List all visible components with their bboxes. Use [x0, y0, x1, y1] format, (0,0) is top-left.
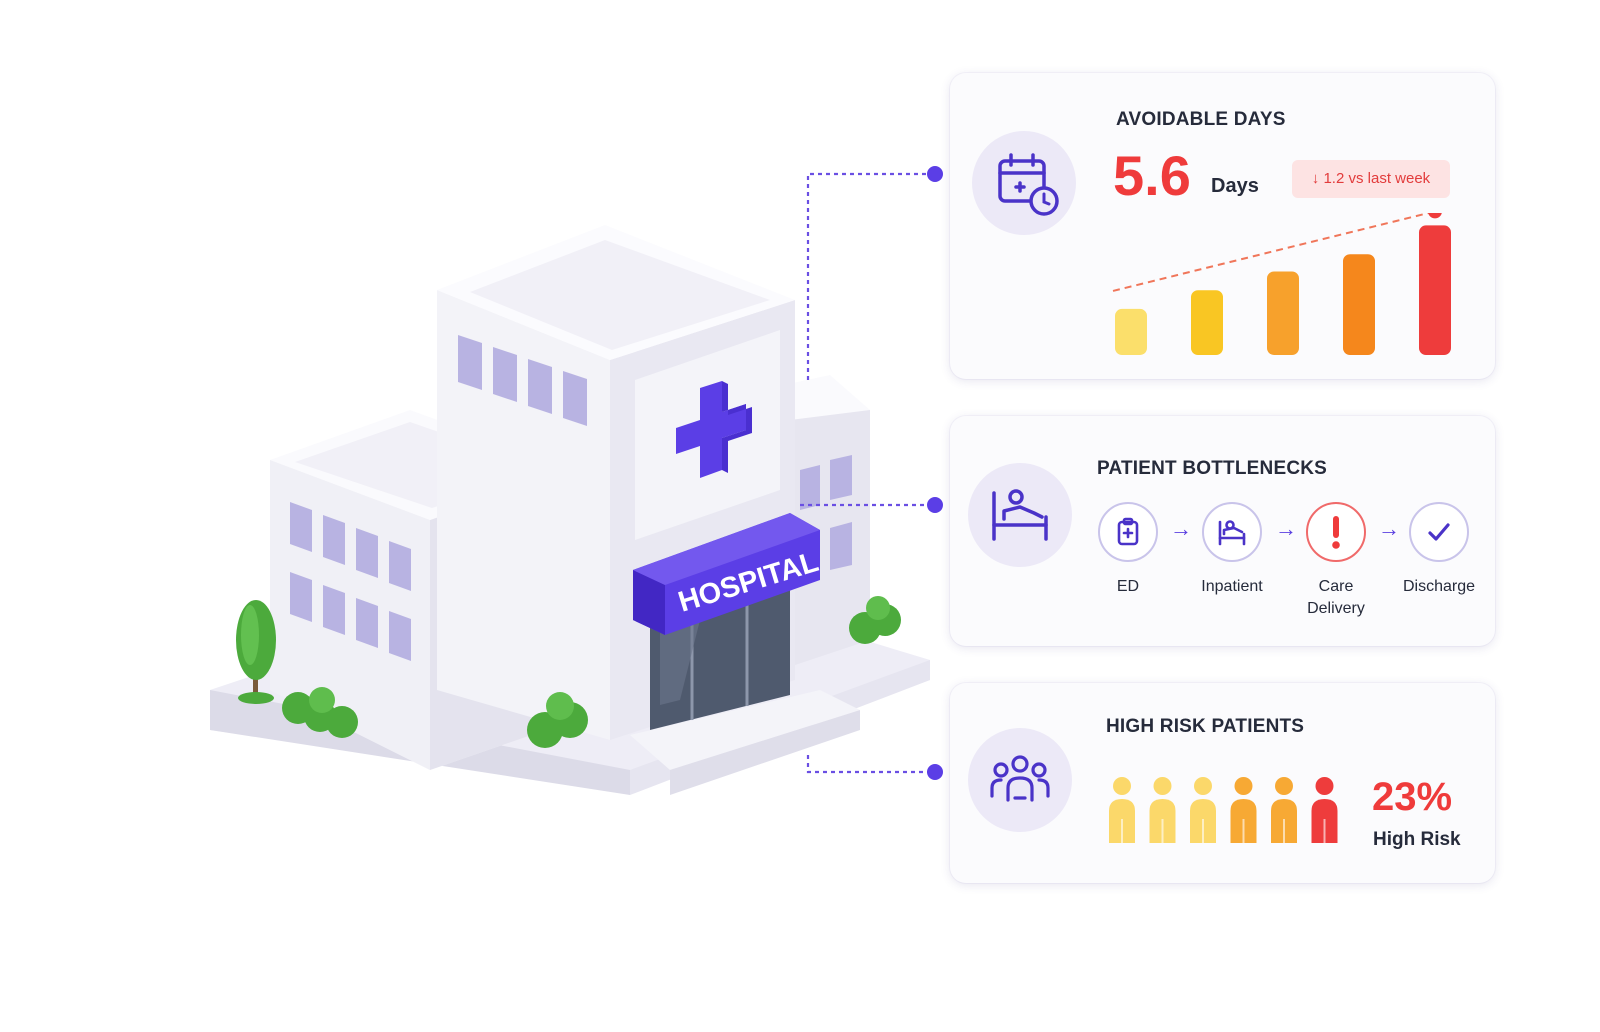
hospital-illustration: HOSPITAL: [210, 240, 930, 795]
stage-inpatient: [1202, 502, 1262, 562]
tree-icon: [236, 600, 276, 704]
arrow-right-icon: →: [1170, 516, 1192, 541]
arrow-right-icon: →: [1275, 516, 1297, 541]
connector-dot: [927, 497, 943, 513]
person-icon: [1311, 777, 1338, 843]
risk-people-row: [1109, 777, 1338, 843]
trend-bar: [1419, 225, 1451, 355]
stage-care-delivery: [1306, 502, 1366, 562]
connector-dot: [927, 166, 943, 182]
stage-label: ED: [1116, 578, 1140, 595]
high-risk-label: High Risk: [1373, 829, 1461, 850]
clipboard-icon: [1117, 517, 1139, 546]
trend-bar: [1343, 254, 1375, 355]
patient-bed-icon: [968, 463, 1072, 567]
high-risk-value: 23%: [1372, 775, 1453, 819]
trend-bar: [1267, 271, 1299, 355]
calendar-clock-icon: [972, 131, 1076, 235]
avoidable-days-card: AVOIDABLE DAYS 5.6 Days ↓ 1.2 vs last we…: [950, 73, 1495, 379]
card-title: PATIENT BOTTLENECKS: [1097, 458, 1328, 479]
person-icon: [1109, 777, 1135, 843]
bush-icon: [849, 596, 901, 644]
trend-point: [1428, 213, 1442, 219]
stage-label: Care Delivery: [1307, 578, 1365, 617]
bush-icon: [527, 692, 588, 748]
stage-ed: [1098, 502, 1158, 562]
stage-label: Discharge: [1402, 578, 1476, 595]
stage-discharge: [1409, 502, 1469, 562]
exclamation-icon: [1332, 516, 1340, 549]
trend-line: [1112, 213, 1433, 292]
bush-icon: [282, 687, 358, 738]
trend-bar: [1191, 290, 1223, 355]
person-icon: [1190, 777, 1216, 843]
avoidable-days-unit: Days: [1211, 175, 1259, 197]
person-icon: [1230, 777, 1257, 843]
arrow-right-icon: →: [1378, 516, 1400, 541]
card-title: HIGH RISK PATIENTS: [1106, 716, 1305, 737]
people-group-icon: [968, 728, 1072, 832]
card-title: AVOIDABLE DAYS: [1116, 109, 1286, 130]
change-badge: ↓ 1.2 vs last week: [1292, 160, 1450, 198]
trend-bar-chart: [1112, 213, 1451, 355]
stage-label: Inpatient: [1201, 578, 1263, 595]
bed-icon: [1218, 520, 1246, 546]
avoidable-days-value: 5.6: [1113, 144, 1191, 207]
trend-bar: [1115, 308, 1147, 355]
high-risk-patients-card: HIGH RISK PATIENTS 23% High Risk: [950, 683, 1495, 883]
connector-dot: [927, 764, 943, 780]
patient-bottlenecks-card: PATIENT BOTTLENECKS → → →: [950, 416, 1495, 646]
person-icon: [1271, 777, 1297, 843]
person-icon: [1149, 777, 1176, 843]
check-icon: [1428, 523, 1450, 541]
